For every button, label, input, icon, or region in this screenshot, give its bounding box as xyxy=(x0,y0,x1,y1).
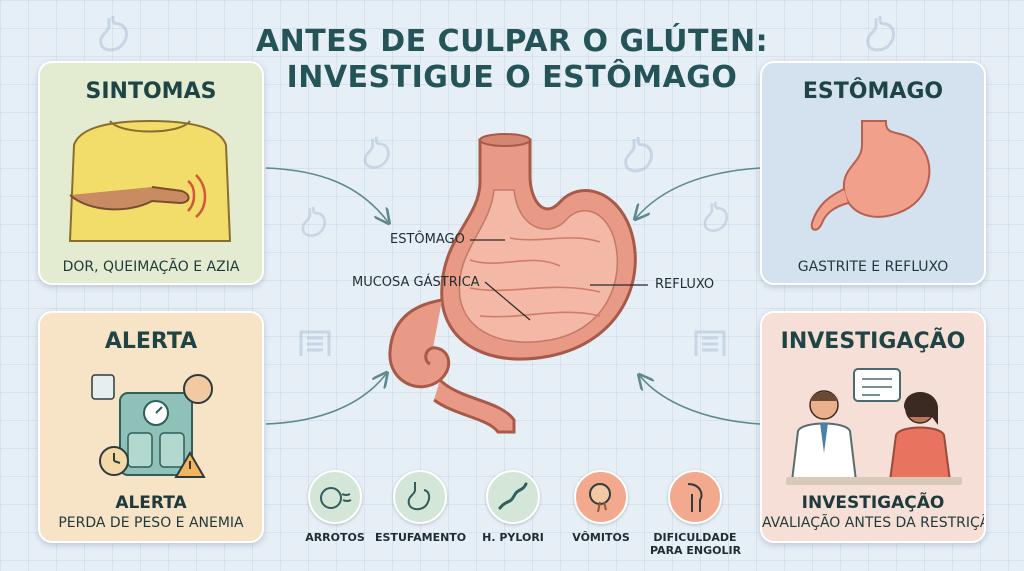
symptom-item: VÔMITOS xyxy=(556,470,646,544)
card-alerta-caption: PERDA DE PESO E ANEMIA xyxy=(58,515,244,531)
card-investigacao: INVESTIGAÇÃO INVESTIGAÇÃO AVALIAÇÃO ANTE… xyxy=(760,311,986,543)
symptom-label: ESTUFAMENTO xyxy=(375,531,467,544)
card-alerta-subheading: ALERTA xyxy=(115,493,187,513)
symptom-label: ARROTOS xyxy=(290,531,380,544)
weight-scale-icon xyxy=(91,374,213,478)
decorative-intestine-icon xyxy=(694,330,726,356)
title-line-2: INVESTIGUE O ESTÔMAGO xyxy=(286,60,738,95)
card-sintomas-heading: SINTOMAS xyxy=(85,79,217,104)
page-title: ANTES DE CULPAR O GLÚTEN: INVESTIGUE O E… xyxy=(250,24,774,96)
symptom-label-line: DIFICULDADE xyxy=(653,531,737,544)
card-investigacao-heading: INVESTIGAÇÃO xyxy=(780,329,966,354)
decorative-stomach-icon xyxy=(703,201,729,232)
doctor-consultation-icon xyxy=(786,368,962,485)
symptom-item: H. PYLORI xyxy=(468,470,558,544)
symptom-label: VÔMITOS xyxy=(556,531,646,544)
symptom-item: ESTUFAMENTO xyxy=(375,470,467,544)
burping-icon xyxy=(308,470,362,524)
label-mucosa: MUCOSA GÁSTRICA xyxy=(352,275,480,290)
symptom-label-line: H. PYLORI xyxy=(482,531,544,544)
vomiting-icon xyxy=(574,470,628,524)
card-sintomas: SINTOMAS DOR, QUEIMAÇÃO E AZIA xyxy=(38,61,264,285)
decorative-stomach-icon xyxy=(99,16,128,52)
card-investigacao-subheading: INVESTIGAÇÃO xyxy=(801,493,945,513)
label-reflux: REFLUXO xyxy=(655,277,715,292)
bacteria-icon xyxy=(486,470,540,524)
card-sintomas-caption: DOR, QUEIMAÇÃO E AZIA xyxy=(62,259,240,275)
symptom-label-line: PARA ENGOLIR xyxy=(650,544,742,557)
decorative-stomach-icon xyxy=(866,16,895,52)
card-estomago-heading: ESTÔMAGO xyxy=(802,79,944,104)
card-alerta-heading: ALERTA xyxy=(104,329,198,354)
decorative-stomach-icon xyxy=(301,206,327,237)
decorative-stomach-icon xyxy=(363,136,390,169)
symptom-label-line: ARROTOS xyxy=(305,531,365,544)
stomach-icon xyxy=(810,120,931,231)
symptom-label-line: VÔMITOS xyxy=(572,531,630,544)
title-line-1: ANTES DE CULPAR O GLÚTEN: xyxy=(255,24,769,59)
card-estomago-caption: GASTRITE E REFLUXO xyxy=(797,259,949,275)
label-stomach: ESTÔMAGO xyxy=(390,232,465,247)
card-investigacao-caption: AVALIAÇÃO ANTES DA RESTRIÇÃO xyxy=(762,515,986,531)
decorative-intestine-icon xyxy=(299,330,331,356)
symptom-label-line: ESTUFAMENTO xyxy=(375,531,467,544)
symptom-item: ARROTOS xyxy=(290,470,380,544)
card-estomago: ESTÔMAGO GASTRITE E REFLUXO xyxy=(760,61,986,285)
bloating-icon xyxy=(393,470,447,524)
abdominal-pain-icon xyxy=(68,119,232,242)
decorative-stomach-icon xyxy=(624,137,653,173)
card-alerta: ALERTA ALERTA PERDA DE PESO E ANEMIA xyxy=(38,311,264,543)
swallowing-icon xyxy=(668,470,722,524)
symptom-label: H. PYLORI xyxy=(468,531,558,544)
